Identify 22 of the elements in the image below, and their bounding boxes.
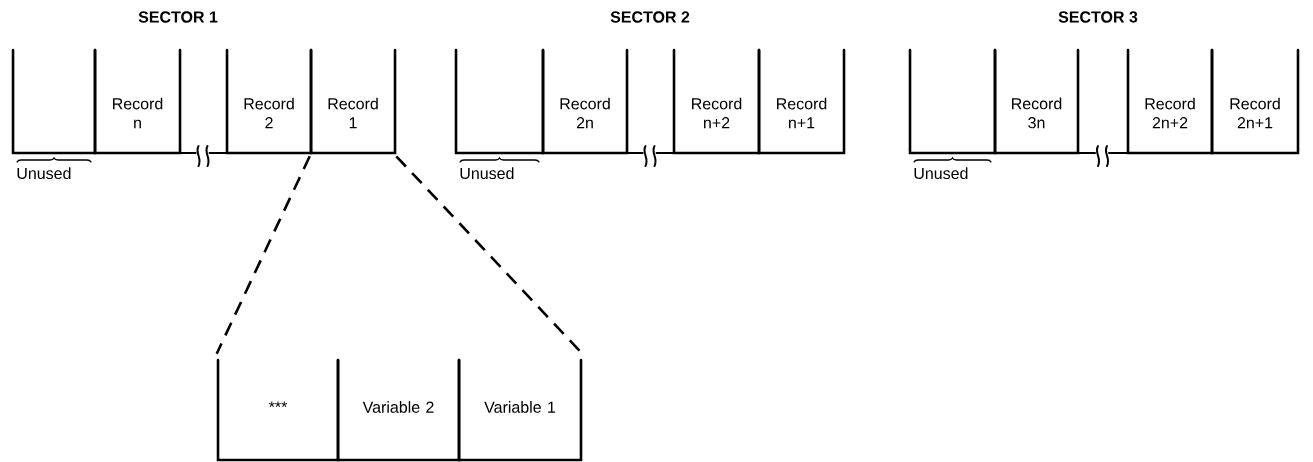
sector-heading: SECTOR 1 [138,11,218,23]
record-cell: Record n [93,48,182,155]
record-cell: Record 2n+2 [1126,48,1214,155]
brace-label: Unused [17,167,71,180]
empty-cell [908,48,997,155]
brace-label: Unused [460,167,514,180]
sector-heading: SECTOR 3 [1058,11,1138,23]
record-cell: Record 2n [541,48,629,155]
brace-label: Unused [914,167,968,180]
record-cell: Record 3n [993,48,1080,155]
record-cell: Variable 2 [336,358,461,462]
record-cell: Record 2 [225,48,313,155]
sector-heading: SECTOR 2 [610,11,690,23]
empty-cell [454,48,545,155]
record-cell: Variable 1 [457,358,583,462]
record-cell: Record 1 [309,48,397,155]
record-cell: Record n+1 [757,48,846,155]
record-cell: *** [216,358,340,462]
zoom-line [215,155,311,355]
empty-cell [11,48,97,155]
record-cell: Record n+2 [672,48,761,155]
record-cell: Record 2n+1 [1210,48,1300,155]
